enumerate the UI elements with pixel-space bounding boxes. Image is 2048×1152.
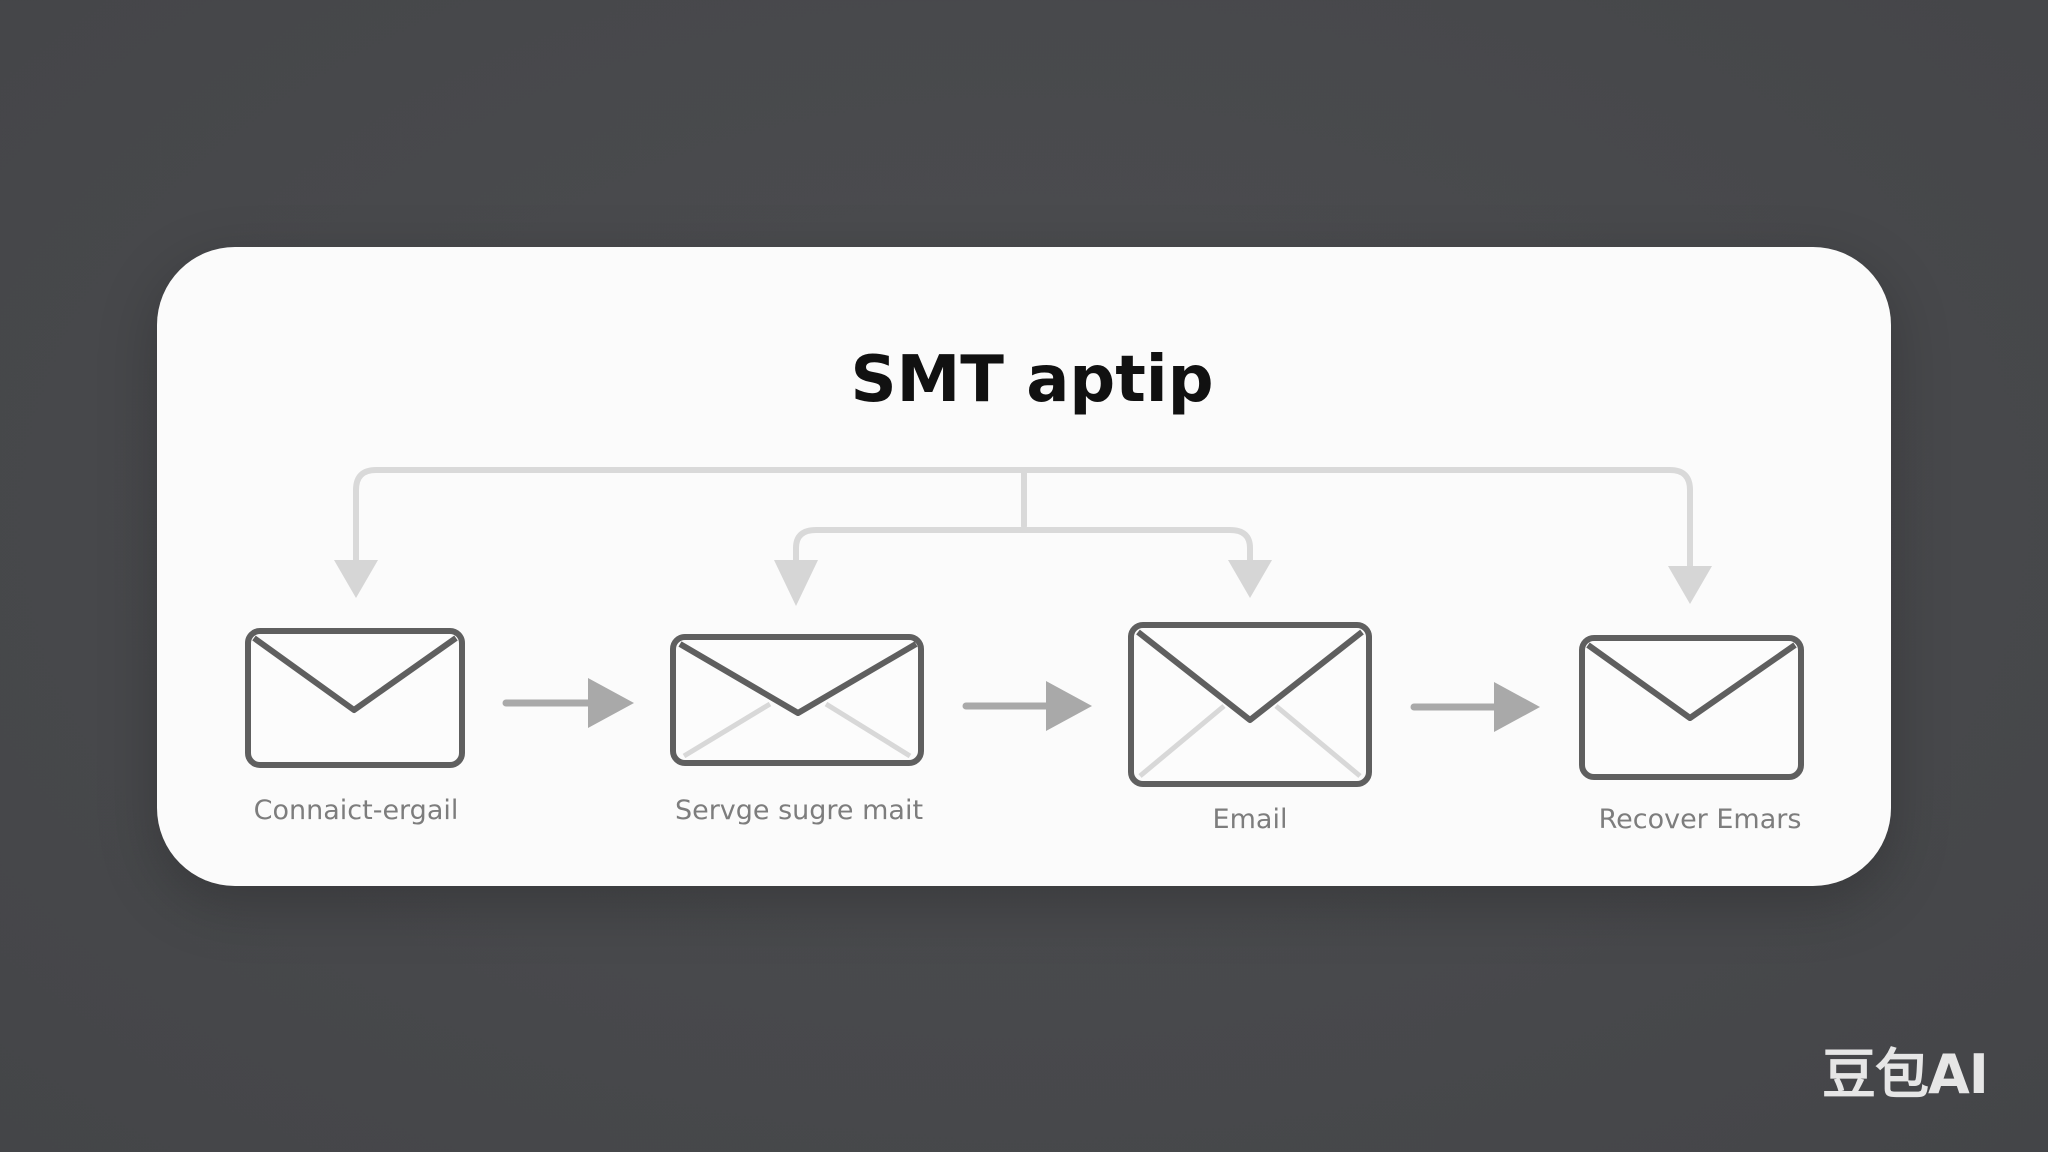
branch-connectors bbox=[353, 467, 1693, 571]
envelope-icon bbox=[245, 628, 465, 768]
branch-arrow-3 bbox=[1228, 560, 1272, 598]
branch-outer bbox=[353, 467, 1693, 571]
branch-inner bbox=[793, 527, 1253, 569]
flow-arrow bbox=[1410, 682, 1540, 732]
diagram-title: SMT aptip bbox=[850, 343, 1214, 417]
node-label-email: Email bbox=[1212, 804, 1288, 835]
branch-arrow-4 bbox=[1668, 566, 1712, 604]
watermark-logo: 豆包AI bbox=[1822, 1043, 1989, 1106]
node-label-recover-emails: Recover Emars bbox=[1598, 804, 1802, 835]
flow-arrow bbox=[962, 681, 1092, 731]
node-label-service-mail: Servge sugre mait bbox=[674, 795, 924, 826]
branch-arrow-1 bbox=[334, 560, 378, 598]
envelope-icon bbox=[1128, 622, 1372, 787]
envelope-icon bbox=[670, 634, 924, 766]
node-label-connect-email: Connaict-ergail bbox=[253, 795, 459, 826]
envelope-icon bbox=[1579, 635, 1804, 780]
branch-arrowheads bbox=[334, 560, 1712, 606]
flow-arrow bbox=[502, 678, 634, 728]
branch-arrow-2 bbox=[774, 560, 818, 606]
